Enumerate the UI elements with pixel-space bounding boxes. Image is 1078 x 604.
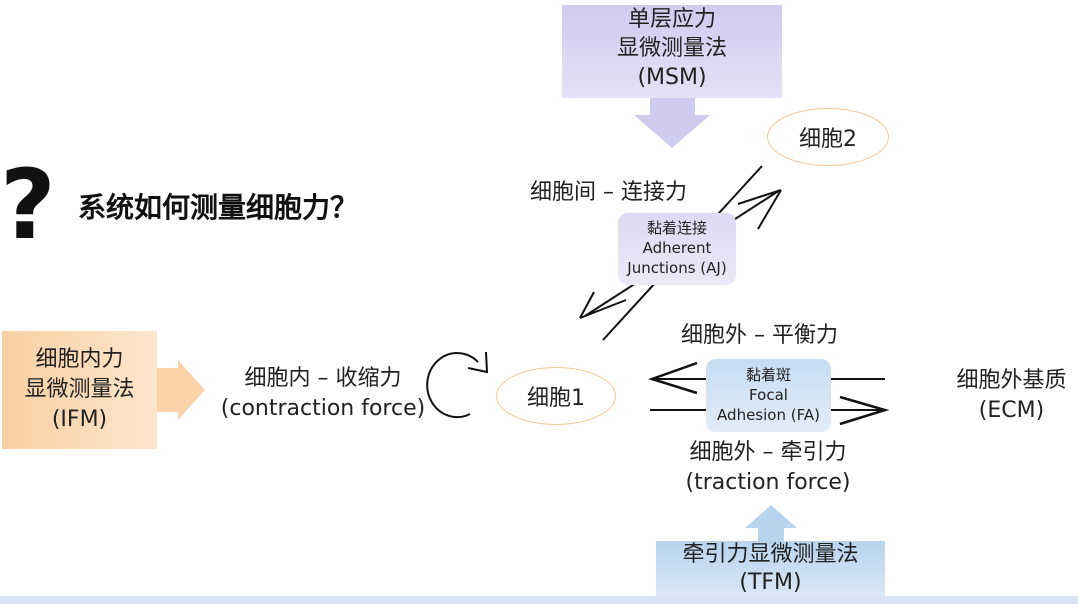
traction-force-label: 细胞外 – 牵引力 (traction force) [668, 438, 868, 498]
ifm-line2: 显微测量法 [24, 377, 135, 402]
tfm-line1: 牵引力显微测量法 [682, 542, 859, 567]
ecm-cn: 细胞外基质 [956, 368, 1067, 393]
traction-cn: 细胞外 – 牵引力 [689, 440, 847, 465]
ecm-label: 细胞外基质 (ECM) [945, 366, 1078, 426]
adherent-junctions-box: 黏着连接 Adherent Junctions (AJ) [618, 213, 736, 285]
intracellular-force-label: 细胞内 – 收缩力 (contraction force) [218, 364, 428, 424]
msm-line3: (MSM) [637, 65, 707, 90]
ecm-en: (ECM) [978, 398, 1045, 423]
fa-en2: Adhesion (FA) [717, 406, 820, 424]
contraction-en: (contraction force) [220, 396, 426, 421]
msm-down-arrow [634, 98, 710, 148]
balance-force-label: 细胞外 – 平衡力 [681, 323, 838, 348]
tfm-method-box: 牵引力显微测量法 (TFM) [656, 541, 885, 604]
msm-line2: 显微测量法 [616, 36, 727, 61]
tfm-line2: (TFM) [739, 570, 802, 595]
question-mark-icon: ? [0, 149, 56, 261]
cell1-ellipse: 细胞1 [496, 367, 616, 425]
cell1-label: 细胞1 [527, 386, 585, 411]
cell2-ellipse: 细胞2 [767, 108, 889, 166]
tfm-up-arrow [745, 505, 797, 541]
cell2-label: 细胞2 [799, 127, 857, 152]
msm-method-box: 单层应力 显微测量法 (MSM) [562, 5, 782, 98]
intercellular-force-label: 细胞间 – 连接力 [530, 180, 687, 205]
msm-line1: 单层应力 [627, 7, 716, 32]
ifm-method-box: 细胞内力 显微测量法 (IFM) [2, 331, 157, 449]
ifm-line1: 细胞内力 [35, 347, 124, 372]
bottom-band [0, 596, 1078, 604]
contraction-arrow [426, 352, 479, 419]
contraction-cn: 细胞内 – 收缩力 [244, 366, 402, 391]
fa-en1: Focal [749, 386, 788, 404]
fa-cn: 黏着斑 [745, 366, 791, 384]
aj-en2: Junctions (AJ) [627, 259, 727, 277]
traction-en: (traction force) [685, 470, 851, 495]
ifm-line3: (IFM) [51, 407, 108, 432]
aj-cn: 黏着连接 [646, 219, 707, 237]
focal-adhesion-box: 黏着斑 Focal Adhesion (FA) [706, 359, 831, 432]
page-title: 系统如何测量细胞力？ [78, 191, 359, 224]
aj-en1: Adherent [642, 239, 712, 257]
ifm-right-arrow [157, 360, 205, 420]
